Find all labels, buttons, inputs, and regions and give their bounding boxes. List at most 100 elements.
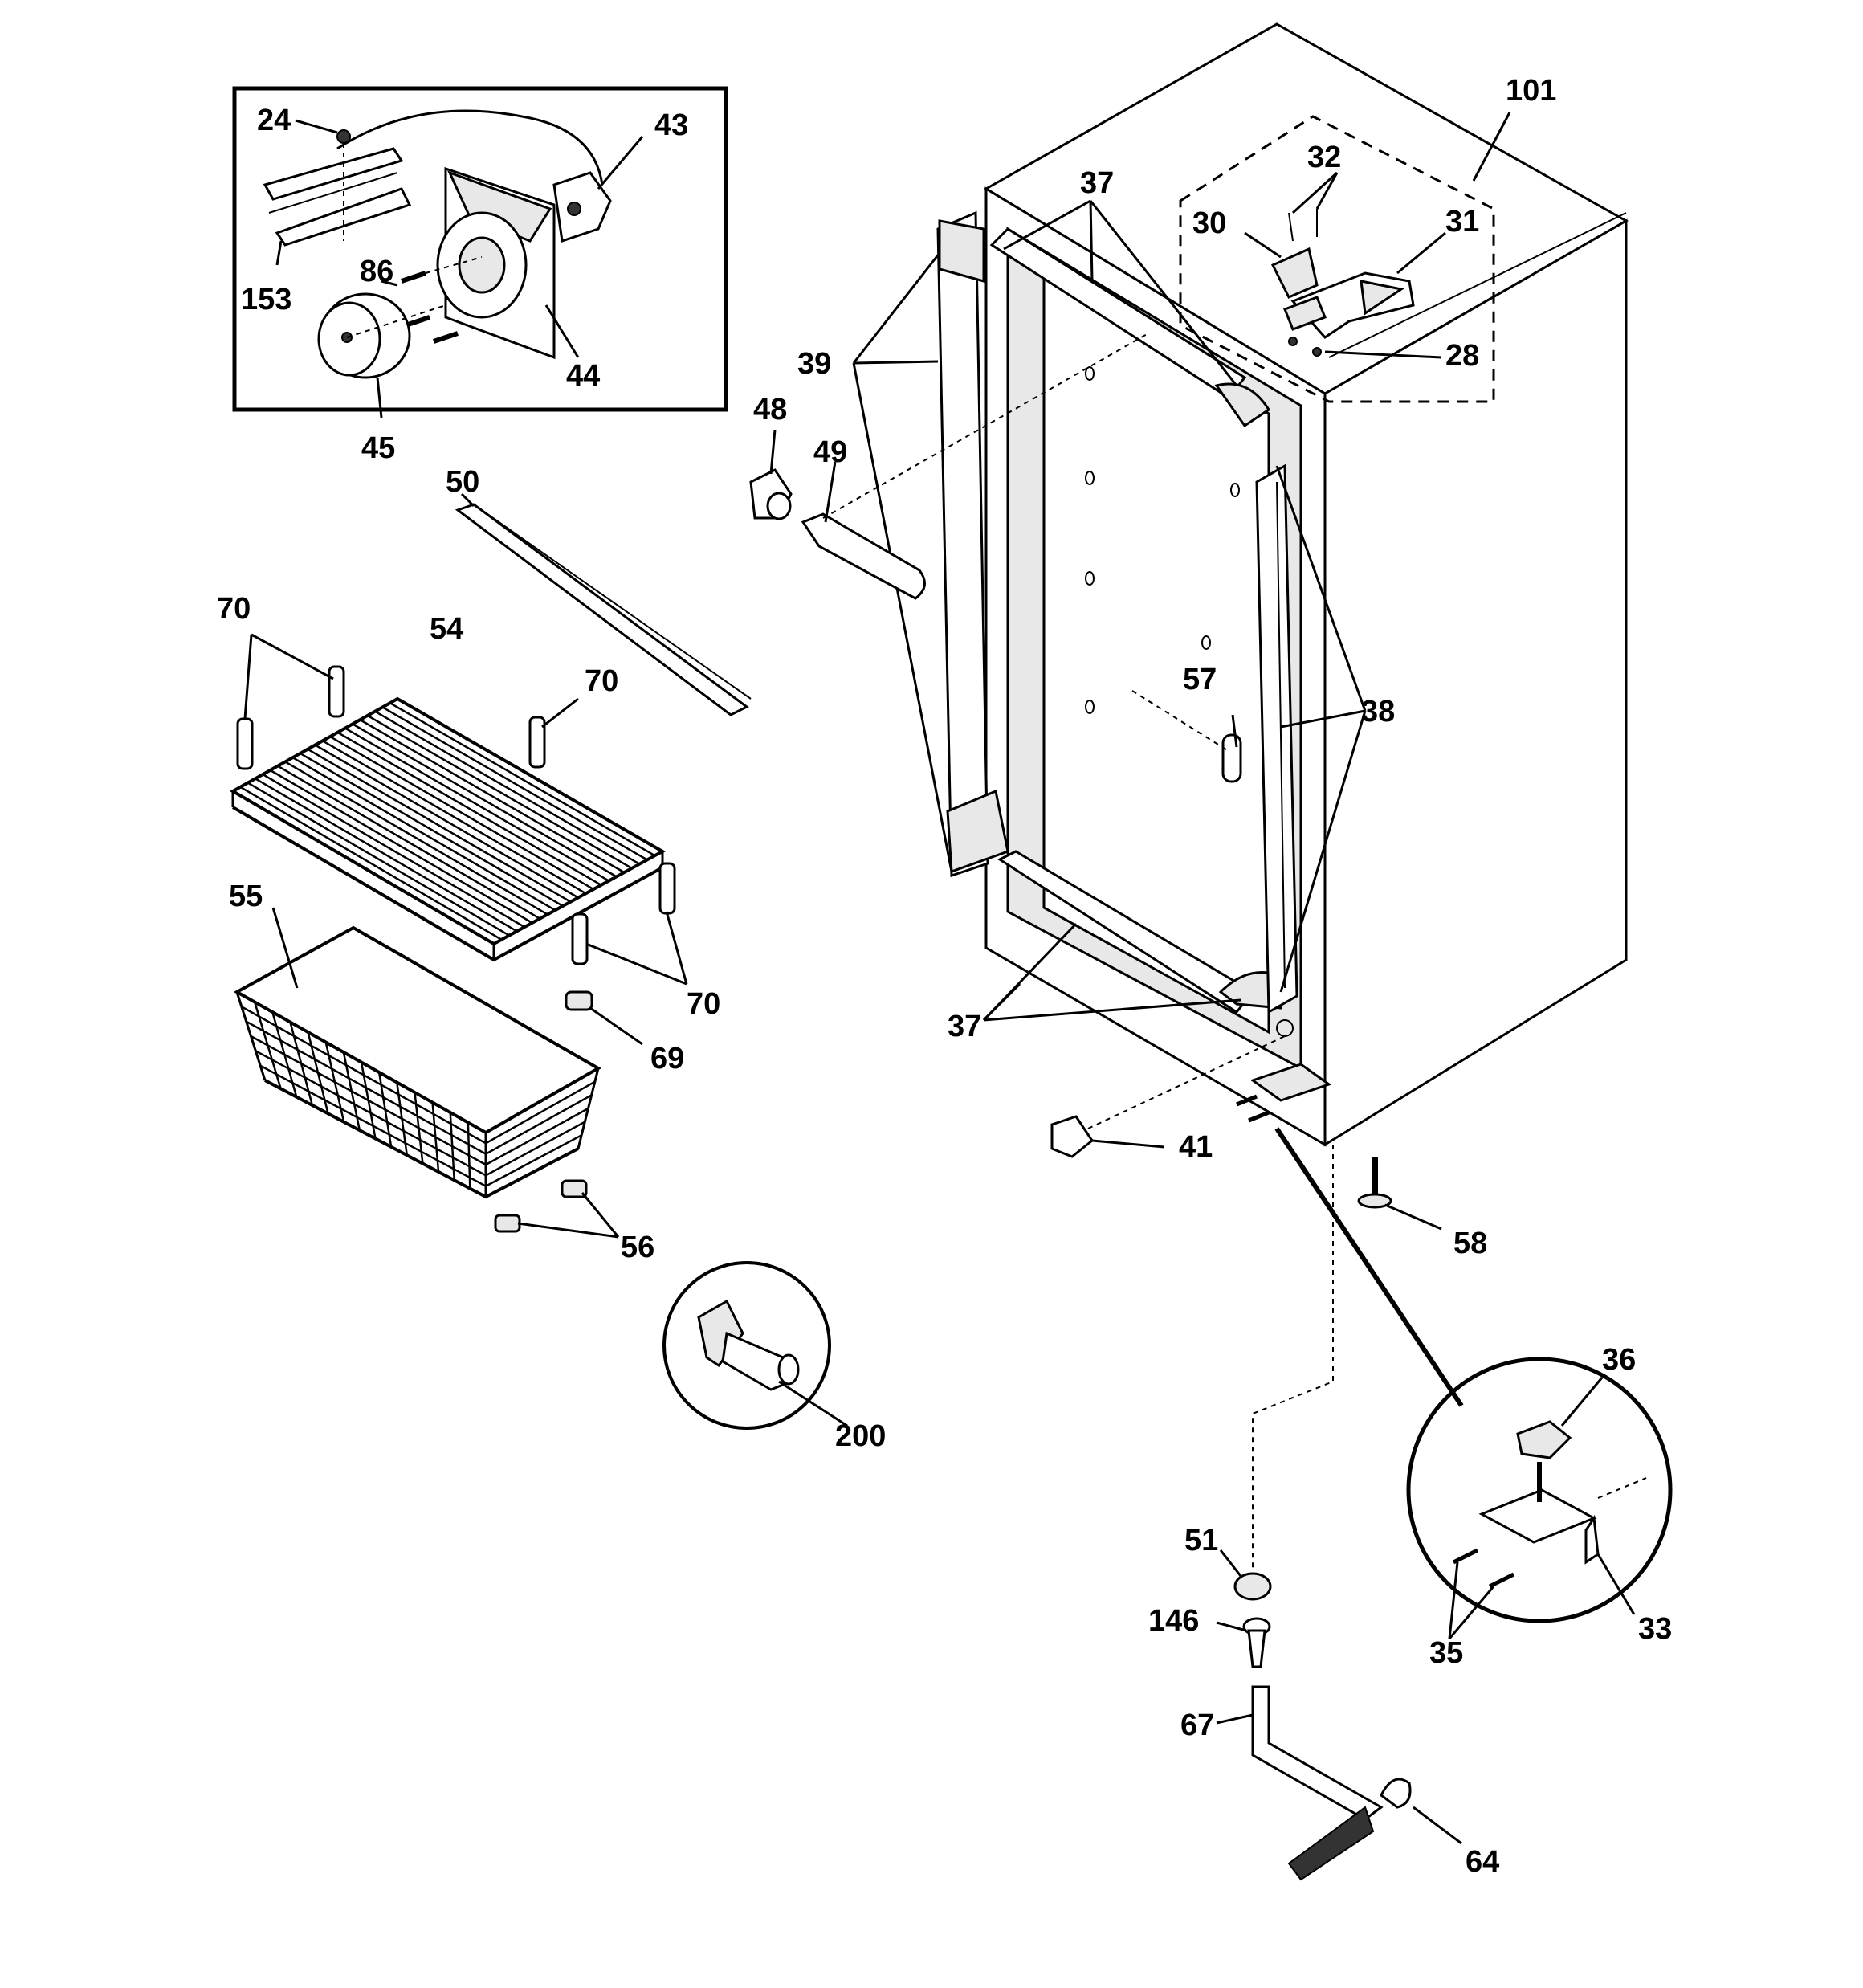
label-50: 50 [446, 465, 479, 499]
shelf-wire [239, 786, 503, 941]
shelf-wire [300, 752, 564, 908]
label-70-top-left: 70 [217, 592, 251, 626]
label-70-bottom: 70 [687, 987, 720, 1021]
basket-wire [485, 1107, 589, 1166]
label-37-top: 37 [1080, 166, 1114, 200]
basket-wire [241, 1006, 487, 1145]
label-32: 32 [1307, 141, 1341, 174]
drain-fitting-detail-part-200 [662, 1261, 848, 1430]
label-43: 43 [654, 108, 688, 142]
label-51: 51 [1184, 1524, 1218, 1557]
shelf-wire [389, 702, 656, 857]
breaker-strips-part-37 [989, 227, 1282, 1014]
heater-part-153 [263, 147, 412, 247]
shelf-wire [307, 748, 572, 903]
screws-part-86 [401, 256, 483, 344]
label-48: 48 [753, 393, 787, 427]
shelf-wire [262, 774, 525, 929]
hinge-bracket-part-33 [1478, 1462, 1636, 1615]
top-hinge-assembly-part-101 [1179, 112, 1627, 403]
basket-wire [485, 1094, 593, 1155]
door-switch-part-41 [1050, 1115, 1165, 1158]
shelf-wire [277, 765, 540, 920]
shelf-wire [247, 782, 510, 937]
shelf-guide-part-50 [455, 492, 752, 716]
fan-motor-inset [232, 86, 728, 418]
shelf-clips-part-70 [236, 633, 688, 986]
light-socket-part-48 [749, 429, 793, 520]
basket-wire [255, 1050, 487, 1177]
light-bulb-part-49 [801, 333, 1149, 600]
label-146: 146 [1148, 1604, 1199, 1638]
drain-part-146 [1216, 1617, 1271, 1668]
shelf-wire [374, 710, 640, 865]
label-38: 38 [1361, 695, 1395, 729]
label-153: 153 [241, 283, 291, 316]
drain-plug-part-51 [1219, 1549, 1272, 1601]
leveling-leg-part-58 [1357, 1157, 1442, 1231]
label-58: 58 [1453, 1227, 1487, 1260]
basket-wire [259, 1064, 487, 1187]
basket-wire [250, 1035, 487, 1166]
label-30: 30 [1192, 206, 1226, 240]
shelf-wire [344, 727, 609, 882]
basket-wire [246, 1020, 487, 1155]
wire-basket-part-55 [233, 907, 602, 1199]
label-31: 31 [1445, 205, 1479, 239]
label-70-top-right: 70 [585, 664, 618, 698]
callout-labels: 24 43 86 153 44 45 50 70 54 70 70 55 69 … [217, 74, 1672, 1879]
shelf-wire [367, 714, 633, 869]
breaker-strip-right-part-38 [1255, 463, 1298, 1014]
bottom-hinge-detail [1406, 1357, 1673, 1639]
label-55: 55 [229, 880, 263, 913]
label-67: 67 [1180, 1708, 1214, 1742]
switch-part-43 [552, 171, 612, 243]
label-56: 56 [621, 1231, 654, 1264]
shelf-wire [284, 761, 548, 916]
label-33: 33 [1638, 1612, 1672, 1646]
breaker-strip-left-part-39 [936, 210, 1009, 878]
label-36: 36 [1602, 1343, 1636, 1377]
fan-housing-part-44 [436, 166, 556, 360]
label-39: 39 [797, 347, 831, 381]
shelf-wire [255, 778, 518, 933]
basket-stop-part-69 [565, 990, 643, 1046]
label-57: 57 [1183, 663, 1217, 696]
label-69: 69 [650, 1042, 684, 1076]
label-54: 54 [430, 612, 463, 646]
hinge-bushing-part-36 [1516, 1377, 1604, 1459]
cabinet-leaders [852, 199, 1367, 1022]
label-37-bottom: 37 [948, 1010, 981, 1043]
shelf-wire [336, 731, 602, 886]
shelf-wire [381, 706, 648, 861]
shelf-wire [291, 757, 556, 912]
shelf-wire [359, 719, 625, 874]
fan-motor-part-45 [317, 292, 446, 379]
label-45: 45 [361, 431, 395, 465]
hinge-screws-part-35 [1448, 1548, 1515, 1639]
shelf-wire [322, 740, 587, 895]
label-28: 28 [1445, 339, 1479, 373]
tube-clip-part-64 [1380, 1778, 1462, 1845]
label-44: 44 [566, 359, 600, 393]
label-64: 64 [1466, 1845, 1499, 1879]
label-41: 41 [1179, 1130, 1213, 1164]
shelf-wire [314, 744, 579, 899]
bottom-hinge-area [1087, 1019, 1332, 1129]
basket-slides-part-56 [494, 1179, 620, 1239]
wire-shelf-part-54 [229, 696, 667, 962]
basket-wire [485, 1080, 596, 1145]
label-49: 49 [813, 435, 847, 469]
lock-striker-part-57 [1131, 690, 1242, 783]
drain-tube-part-67 [1216, 1685, 1384, 1881]
label-35: 35 [1429, 1636, 1463, 1670]
label-24: 24 [257, 104, 291, 137]
shelf-wire [329, 735, 594, 891]
basket-wire [485, 1121, 585, 1177]
label-101: 101 [1506, 74, 1556, 108]
label-200: 200 [835, 1419, 886, 1453]
shelf-wire [269, 769, 533, 924]
shelf-wire [352, 723, 618, 878]
basket-wire [485, 1134, 582, 1187]
